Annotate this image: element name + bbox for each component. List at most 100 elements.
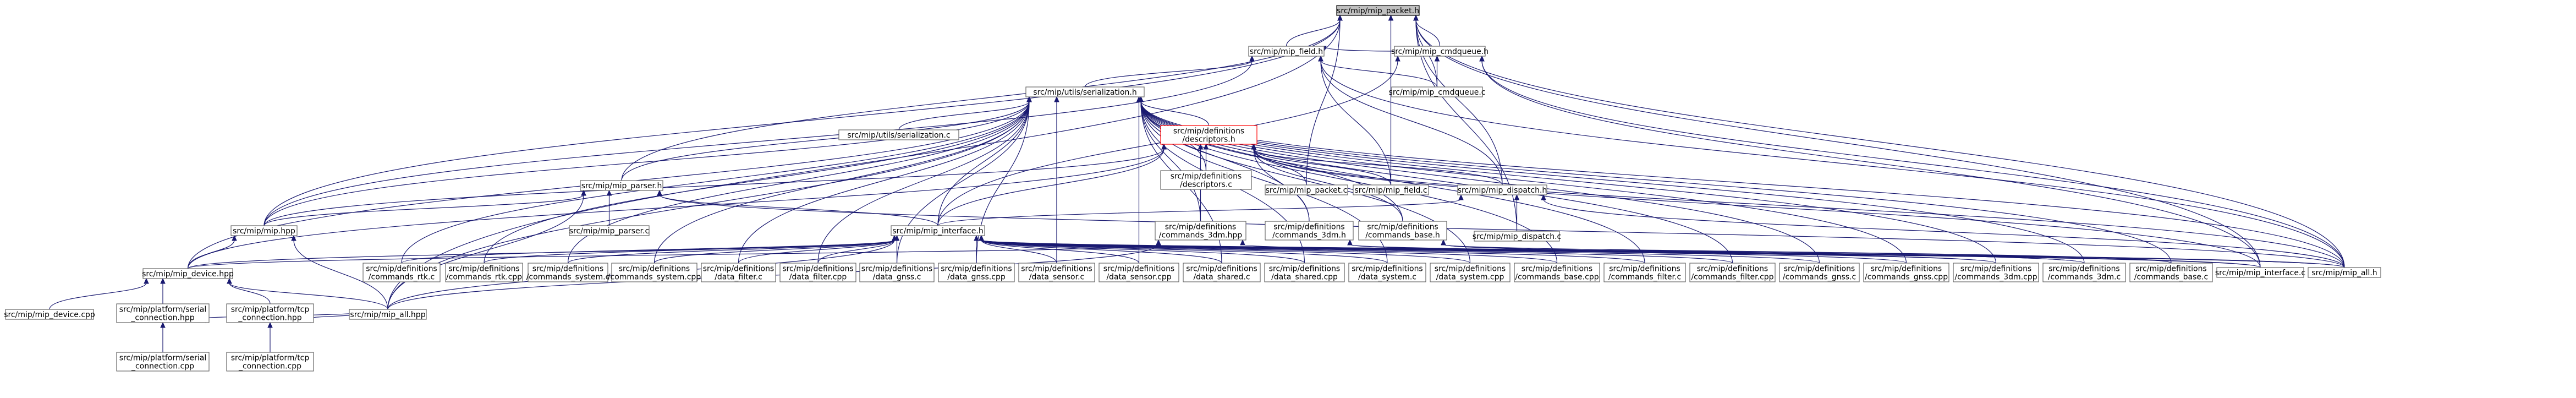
edge-descriptors_h-to-serialization_h (1140, 101, 1210, 126)
node-label: src/mip/mip_packet.c (1266, 186, 1348, 195)
node-cmd-3dm-hpp[interactable]: src/mip/definitions/commands_3dm.hpp (1155, 221, 1246, 241)
node-label: src/mip/definitions (703, 265, 774, 274)
node-data-filter-cpp[interactable]: src/mip/definitions/data_filter.cpp (779, 263, 856, 282)
node-interface-c[interactable]: src/mip/mip_interface.c (2215, 267, 2305, 278)
node-parser-c[interactable]: src/mip/mip_parser.c (569, 225, 650, 236)
arrowhead-mip_all_h-to-parser_h (657, 189, 662, 196)
node-cmd-gnss-cpp[interactable]: src/mip/definitions/commands_gnss.cpp (1863, 263, 1949, 282)
node-label: src/mip/definitions (1871, 265, 1942, 274)
node-label: src/mip/mip_dispatch.h (1458, 186, 1547, 195)
node-cmd-base-c[interactable]: src/mip/definitions/commands_base.c (2129, 263, 2213, 282)
arrowhead-device_cpp-to-device_hpp (144, 277, 149, 284)
node-cmd-base-h[interactable]: src/mip/definitions/commands_base.h (1358, 221, 1447, 241)
node-cmd-system-c[interactable]: src/mip/definitions/commands_system.c (526, 263, 610, 282)
node-field-c[interactable]: src/mip/mip_field.c (1353, 184, 1429, 195)
node-box (1160, 125, 1257, 145)
edge-mip_all_h-to-parser_h (659, 194, 2345, 268)
edge-cmd_base_c-to-cmd_base_h (1443, 244, 2172, 264)
node-dispatch-h[interactable]: src/mip/mip_dispatch.h (1457, 184, 1547, 195)
node-label: _connection.hpp (130, 314, 194, 323)
node-data-filter-c[interactable]: src/mip/definitions/data_filter.c (701, 263, 776, 282)
node-mip-hpp[interactable]: src/mip/mip.hpp (230, 225, 298, 236)
node-label: src/mip/definitions (861, 265, 932, 274)
node-label: src/mip/definitions (619, 265, 690, 274)
node-parser-h[interactable]: src/mip/mip_parser.h (580, 180, 663, 191)
node-serialization-h[interactable]: src/mip/utils/serialization.h (1025, 86, 1145, 97)
node-descriptors-c[interactable]: src/mip/definitions/descriptors.c (1160, 170, 1252, 190)
node-data-gnss-cpp[interactable]: src/mip/definitions/data_gnss.cpp (938, 263, 1015, 282)
node-cmdqueue-h[interactable]: src/mip/mip_cmdqueue.h (1391, 46, 1489, 57)
node-serial-hpp[interactable]: src/mip/platform/serial_connection.hpp (116, 303, 210, 323)
node-label: /commands_gnss.cpp (1865, 273, 1948, 282)
node-cmd-gnss-c[interactable]: src/mip/definitions/commands_gnss.c (1779, 263, 1860, 282)
edge-interface_c-to-descriptors_h (1253, 148, 2261, 268)
node-device-hpp[interactable]: src/mip/mip_device.hpp (142, 268, 234, 279)
node-label: /data_filter.c (715, 273, 762, 282)
node-box (349, 309, 427, 320)
node-label: src/mip/definitions (2135, 265, 2206, 274)
node-label: /data_system.cpp (1436, 273, 1504, 282)
node-data-sensor-c[interactable]: src/mip/definitions/data_sensor.c (1018, 263, 1095, 282)
edge-interface_h-to-descriptors_h (937, 148, 1165, 226)
node-label: src/mip/mip_field.h (1250, 47, 1323, 56)
node-cmd-system-cpp[interactable]: src/mip/definitions/commands_system.cpp (608, 263, 701, 282)
node-label: src/mip/definitions (448, 265, 519, 274)
arrowhead-mip_hpp-to-field_h (1249, 55, 1255, 62)
node-data-shared-c[interactable]: src/mip/definitions/data_shared.c (1183, 263, 1261, 282)
arrowhead-mip_all_h-to-dispatch_h (1541, 194, 1546, 200)
edge-cmd_3dm_hpp-to-serialization_h (1140, 101, 1201, 222)
node-cmdqueue-c[interactable]: src/mip/mip_cmdqueue.c (1389, 86, 1486, 97)
node-cmd-base-cpp[interactable]: src/mip/definitions/commands_base.cpp (1514, 263, 1600, 282)
node-data-shared-cpp[interactable]: src/mip/definitions/data_shared.cpp (1264, 263, 1345, 282)
arrowhead-interface_c-to-descriptors_h (1251, 143, 1256, 150)
node-field-h[interactable]: src/mip/mip_field.h (1248, 46, 1325, 57)
node-cmd-rtk-cpp[interactable]: src/mip/definitions/commands_rtk.cpp (445, 263, 523, 282)
node-descriptors-h[interactable]: src/mip/definitions/descriptors.h (1160, 125, 1257, 145)
node-label: src/mip/definitions (1173, 127, 1244, 136)
node-cmd-3dm-c[interactable]: src/mip/definitions/commands_3dm.c (2042, 263, 2126, 282)
node-root[interactable]: src/mip/mip_packet.h (1336, 5, 1420, 16)
edge-mip_hpp-to-descriptors_h (263, 148, 1165, 226)
node-box (116, 303, 210, 323)
node-data-system-c[interactable]: src/mip/definitions/data_system.c (1348, 263, 1426, 282)
node-mip-all-h[interactable]: src/mip/mip_all.h (2308, 267, 2381, 278)
node-packet-c[interactable]: src/mip/mip_packet.c (1265, 184, 1348, 195)
node-cmd-3dm-h[interactable]: src/mip/definitions/commands_3dm.h (1265, 221, 1354, 241)
node-data-system-cpp[interactable]: src/mip/definitions/data_system.cpp (1430, 263, 1511, 282)
node-mip-all-hpp[interactable]: src/mip/mip_all.hpp (349, 309, 427, 320)
node-label: src/mip/definitions (2048, 265, 2119, 274)
node-label: src/mip/definitions (1021, 265, 1092, 274)
node-label: src/mip/definitions (1609, 265, 1680, 274)
node-label: /data_filter.cpp (789, 273, 847, 282)
node-data-sensor-cpp[interactable]: src/mip/definitions/data_sensor.cpp (1098, 263, 1179, 282)
edge-cmd_3dm_h-to-descriptors_h (1253, 148, 1310, 222)
edge-device_cpp-to-device_hpp (49, 282, 147, 310)
node-tcp-cpp[interactable]: src/mip/platform/tcp_connection.cpp (226, 352, 314, 372)
node-label: src/mip/definitions (1367, 223, 1438, 232)
arrowhead-descriptors_c-to-descriptors_h (1203, 143, 1209, 150)
arrowhead-mip_all_h-to-field_h (1318, 55, 1323, 62)
node-device-cpp[interactable]: src/mip/mip_device.cpp (4, 309, 95, 320)
node-cmd-3dm-cpp[interactable]: src/mip/definitions/commands_3dm.cpp (1953, 263, 2039, 282)
node-interface-h[interactable]: src/mip/mip_interface.h (891, 225, 985, 236)
node-label: src/mip/definitions (782, 265, 853, 274)
node-data-gnss-c[interactable]: src/mip/definitions/data_gnss.c (859, 263, 935, 282)
edge-device_hpp-to-descriptors_h (187, 148, 1165, 269)
arrowhead-cmd_3dm_hpp-to-descriptors_h (1198, 143, 1204, 150)
edge-mip_all_h-to-root (1415, 19, 2345, 268)
arrowhead-mip_all_hpp-to-device_hpp (227, 277, 232, 284)
edge-data_shared_cpp-to-interface_h (981, 239, 1305, 264)
edge-parser_h-to-serialization_h (621, 101, 1030, 181)
node-cmd-rtk-c[interactable]: src/mip/definitions/commands_rtk.c (362, 263, 441, 282)
node-label: src/mip/definitions (1269, 265, 1340, 274)
node-box (580, 180, 663, 191)
node-cmd-filter-c[interactable]: src/mip/definitions/commands_filter.c (1603, 263, 1686, 282)
node-label: src/mip/mip_all.h (2311, 269, 2377, 277)
node-box (1514, 263, 1600, 282)
node-serialization-c[interactable]: src/mip/utils/serialization.c (838, 129, 959, 140)
node-label: src/mip/utils/serialization.h (1033, 88, 1136, 97)
node-dispatch-c[interactable]: src/mip/mip_dispatch.c (1473, 231, 1561, 242)
node-serial-cpp[interactable]: src/mip/platform/serial_connection.cpp (116, 352, 210, 372)
node-cmd-filter-cpp[interactable]: src/mip/definitions/commands_filter.cpp (1689, 263, 1776, 282)
node-tcp-hpp[interactable]: src/mip/platform/tcp_connection.hpp (226, 303, 314, 323)
